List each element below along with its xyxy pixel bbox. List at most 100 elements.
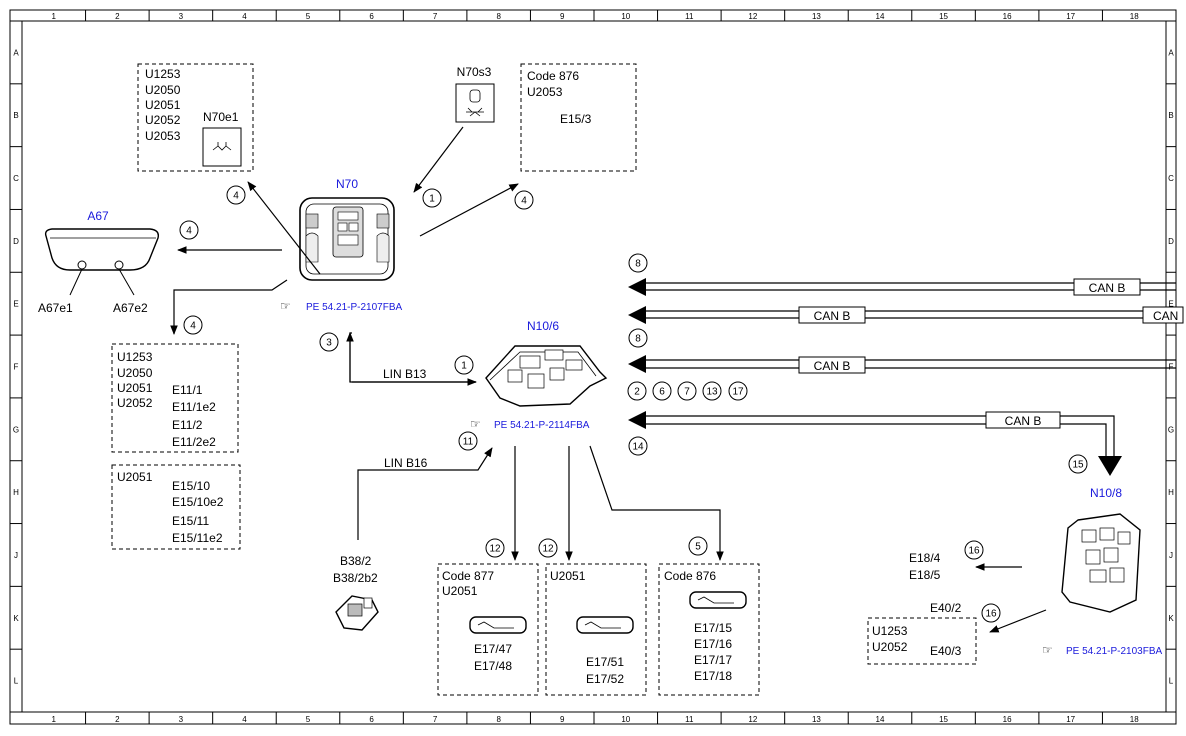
callout-number: 1 — [461, 361, 467, 372]
can-arrow-head — [1098, 456, 1122, 476]
box4-item: E15/11e2 — [172, 531, 223, 545]
callout-number: 6 — [659, 387, 665, 398]
module-box-6: U2051 E17/51 E17/52 — [545, 563, 647, 696]
can-arrow-head — [628, 278, 646, 296]
e18-4-label: E18/4 — [909, 551, 941, 565]
box2-code: U2053 — [527, 85, 563, 99]
grid-column-label: 16 — [1003, 12, 1012, 21]
callout-number: 2 — [634, 387, 640, 398]
grid-row-label: E — [1168, 300, 1173, 309]
box2-item: E15/3 — [560, 112, 592, 126]
n10-8-label: N10/8 — [1090, 486, 1122, 500]
n10-6-module[interactable] — [485, 345, 608, 407]
grid-row-label: C — [13, 174, 19, 183]
callout-circle — [728, 381, 748, 401]
callout-circle — [422, 188, 442, 208]
n70-overhead-panel[interactable] — [299, 197, 395, 281]
callout-number: 17 — [732, 387, 744, 398]
grid-row-label: A — [13, 48, 19, 57]
box7-code: Code 876 — [664, 569, 716, 583]
box8-code: U1253 — [872, 624, 908, 638]
callout-circle — [628, 436, 648, 456]
grid-column-label: 8 — [496, 12, 501, 21]
grid-column-label: 1 — [52, 715, 57, 724]
callout-number: 8 — [635, 334, 641, 345]
grid-row-label: D — [1168, 237, 1174, 246]
grid-row-label: D — [13, 237, 19, 246]
callout-number: 12 — [489, 544, 501, 555]
callout-circle — [688, 536, 708, 556]
n70-ref-link[interactable]: PE 54.21-P-2107FBA — [306, 302, 402, 313]
lin-b13-label: LIN B13 — [383, 367, 427, 381]
can-arrow-head — [628, 355, 646, 373]
box1-code: U2051 — [145, 98, 181, 112]
grid-column-label: 4 — [242, 715, 247, 724]
callout-number: 3 — [326, 338, 332, 349]
grid-row-label: K — [1168, 614, 1174, 623]
pointing-hand-icon: ☞ — [470, 417, 481, 431]
grid-column-label: 10 — [621, 12, 630, 21]
box7-item: E17/18 — [694, 669, 732, 683]
box5-code: U2051 — [442, 584, 478, 598]
grid-row-label: C — [1168, 174, 1174, 183]
grid-column-label: 4 — [242, 12, 247, 21]
can-b-label: CAN B — [814, 359, 851, 373]
box3-item: E11/2 — [172, 418, 203, 432]
box1-code: U2050 — [145, 83, 181, 97]
bus-labels: CAN B CAN B CAN CAN B CAN B LIN B13 LIN … — [383, 278, 1184, 470]
n10-6-ref-link[interactable]: PE 54.21-P-2114FBA — [494, 420, 590, 431]
callout-circle — [652, 381, 672, 401]
module-box-4: U2051 E15/10 E15/10e2 E15/11 E15/11e2 — [111, 464, 241, 550]
n10-8-ref[interactable]: ☞ PE 54.21-P-2103FBA — [1042, 643, 1162, 657]
grid-row-label: J — [14, 551, 18, 560]
callout-number: 4 — [521, 196, 527, 207]
can-b-label: CAN B — [814, 309, 851, 323]
n10-6-ref[interactable]: ☞ PE 54.21-P-2114FBA — [470, 417, 590, 431]
n10-8-ref-link[interactable]: PE 54.21-P-2103FBA — [1066, 646, 1162, 657]
box7-item: E17/15 — [694, 621, 732, 635]
box5-item: E17/47 — [474, 642, 512, 656]
grid-column-label: 18 — [1130, 715, 1139, 724]
grid-row-label: J — [1169, 551, 1173, 560]
callout-number: 1 — [429, 194, 435, 205]
e18-5-label: E18/5 — [909, 568, 941, 582]
module-box-2: Code 876 U2053 E15/3 — [520, 63, 637, 172]
callout-circle — [514, 190, 534, 210]
grid-row-label: B — [1168, 111, 1173, 120]
callout-circle — [179, 220, 199, 240]
can-b-label: CAN B — [1005, 414, 1042, 428]
n10-8-module[interactable] — [1061, 513, 1141, 613]
grid-column-label: 5 — [306, 715, 311, 724]
lamp-icon — [202, 127, 242, 167]
grid-row-label: H — [1168, 488, 1174, 497]
grid-column-label: 11 — [685, 12, 694, 21]
b38-2-sensor[interactable] — [335, 595, 379, 631]
box2-code: Code 876 — [527, 69, 579, 83]
box3-code: U2052 — [117, 396, 153, 410]
connections — [170, 126, 1047, 633]
grid-column-label: 7 — [433, 715, 438, 724]
grid-row-label: K — [13, 614, 19, 623]
callout-circle — [319, 332, 339, 352]
n70-ref[interactable]: ☞ PE 54.21-P-2107FBA — [280, 299, 402, 313]
module-box-8: U1253 U2052 E40/3 — [867, 617, 977, 665]
pointing-hand-icon: ☞ — [1042, 643, 1053, 657]
can-b-label: CAN — [1153, 309, 1178, 323]
module-box-5: Code 877 U2051 E17/47 E17/48 — [437, 563, 539, 696]
callout-number: 13 — [706, 387, 718, 398]
n70-label: N70 — [336, 177, 358, 191]
box3-code: U2050 — [117, 366, 153, 380]
callout-circle — [627, 381, 647, 401]
callout-circle — [628, 253, 648, 273]
grid-column-label: 12 — [748, 12, 757, 21]
can-b-label: CAN B — [1089, 281, 1126, 295]
grid-column-label: 3 — [179, 12, 184, 21]
a67-rear-view-mirror[interactable] — [44, 228, 160, 271]
callout-circle — [485, 538, 505, 558]
grid-column-label: 14 — [876, 12, 885, 21]
box3-item: E11/1 — [172, 383, 203, 397]
lamp-icon — [469, 616, 527, 634]
lin-b16-label: LIN B16 — [384, 456, 428, 470]
e40-2-label: E40/2 — [930, 601, 962, 615]
